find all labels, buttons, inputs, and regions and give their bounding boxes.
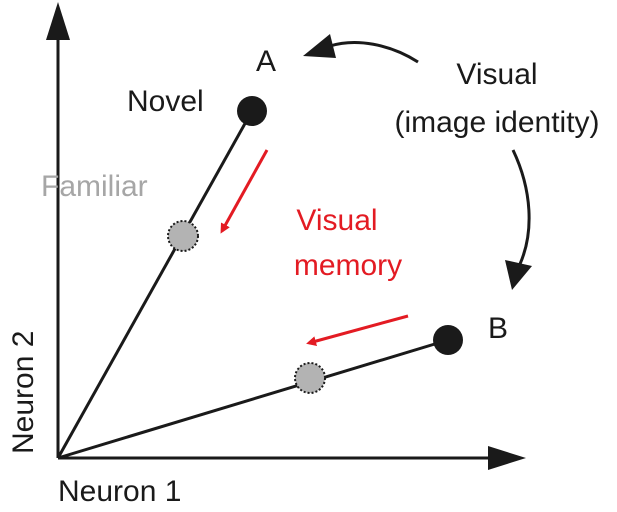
memory-arrow-a [220,149,269,234]
y-axis-arrowhead [46,2,70,40]
visual-label-line1: Visual [456,58,537,91]
familiar-point-b [294,362,326,394]
point-b-label: B [488,312,508,345]
memory-label-line1: Visual [296,204,377,237]
visual-arrow-to-b [511,149,531,265]
y-axis-label: Neuron 2 [7,331,40,454]
novel-point-a [237,96,267,126]
novel-label: Novel [127,85,204,118]
visual-arrow-to-a-head [303,34,336,58]
point-a-label: A [256,45,276,78]
vector-b [57,338,449,460]
visual-arrow-to-b-head [505,260,532,290]
x-axis-label: Neuron 1 [58,475,181,508]
memory-label-line2: memory [294,249,402,282]
visual-label-line2: (image identity) [394,106,599,139]
novel-point-b [433,325,463,355]
visual-arrow-to-a [329,41,419,64]
x-axis-arrowhead [488,446,526,470]
familiar-point-a [167,220,199,252]
memory-arrow-b [306,314,409,346]
vector-a [56,110,254,459]
familiar-label: Familiar [41,170,148,203]
